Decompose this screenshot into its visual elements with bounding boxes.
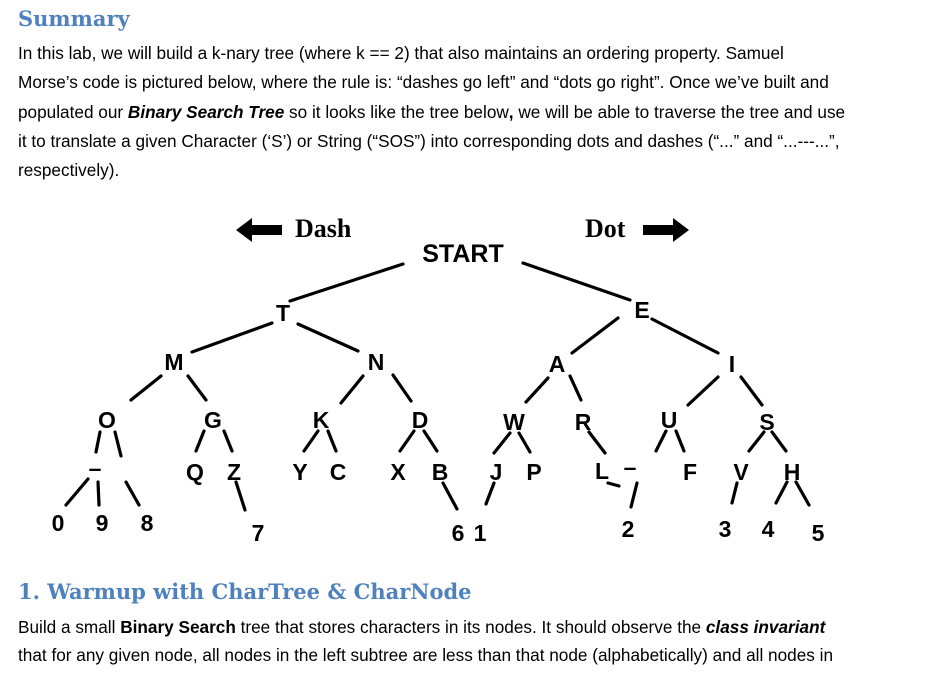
dash-label: Dash [295,214,352,243]
tree-node: F [683,459,697,485]
tree-edges [64,261,811,512]
tree-node: J [490,459,503,485]
tree-node: L [595,458,609,484]
tree-node: Q [186,459,204,485]
left-arrow-icon [236,218,282,242]
paragraph-line: that for any given node, all nodes in th… [18,645,834,665]
tree-node: 9 [96,510,109,536]
tree-node: 0 [52,510,65,536]
warmup-heading: 1. Warmup with CharTree & CharNode [18,579,472,604]
tree-node: M [164,349,183,375]
tree-node: 4 [762,516,775,542]
tree-node: U [661,407,678,433]
tree-node: D [412,407,429,433]
tree-root-node: START [422,240,503,268]
tree-node: N [368,349,385,375]
tree-node: X [390,459,406,485]
tree-node: G [204,407,222,433]
paragraph-line: In this lab, we will build a k-nary tree… [18,43,784,63]
dot-label: Dot [585,214,626,243]
tree-node: P [526,459,541,485]
right-arrow-icon [643,218,689,242]
tree-node: 6 [452,520,465,546]
tree-nodes: START T E M N A I O G K D W R U S – Q Z … [52,240,825,546]
dash-direction-indicator: Dash [236,214,352,243]
tree-node: – [89,455,102,481]
tree-node: 7 [252,520,265,546]
tree-node: 5 [812,520,825,546]
tree-node: T [276,300,290,326]
tree-node: W [503,409,525,435]
dot-direction-indicator: Dot [585,214,689,243]
emphasized-text: Binary Search Tree [127,101,285,122]
summary-paragraph: In this lab, we will build a k-nary tree… [18,39,845,185]
summary-heading: Summary [18,6,130,31]
tree-node: Y [292,459,307,485]
paragraph-line: respectively). [18,160,120,181]
warmup-paragraph: Build a small Binary Search tree that st… [18,613,833,669]
tree-node: E [634,297,649,323]
tree-node: V [733,459,749,485]
tree-node: C [330,459,347,485]
tree-node: S [759,409,774,435]
paragraph-line: populated our Binary Search Tree so it l… [18,101,846,122]
bold-text: , [508,101,514,122]
tree-node: 1 [474,520,487,546]
bold-text: Binary Search [120,617,236,637]
paragraph-line: it to translate a given Character (‘S’) … [18,130,840,151]
paragraph-line: Morse’s code is pictured below, where th… [18,72,829,93]
tree-node: 8 [141,510,154,536]
tree-node: 2 [622,516,635,542]
tree-node: I [729,351,735,377]
tree-node: A [549,351,566,377]
tree-node: R [575,409,592,435]
tree-node: 3 [719,516,732,542]
emphasized-text: class invariant [705,617,826,637]
tree-node: Z [227,459,241,485]
tree-node: B [432,459,449,485]
paragraph-line: Build a small Binary Search tree that st… [18,617,826,637]
tree-node: K [313,407,330,433]
tree-node: H [784,459,801,485]
tree-node: – [624,454,637,480]
tree-node: O [98,407,116,433]
morse-code-tree-diagram: Dash Dot [52,214,825,546]
